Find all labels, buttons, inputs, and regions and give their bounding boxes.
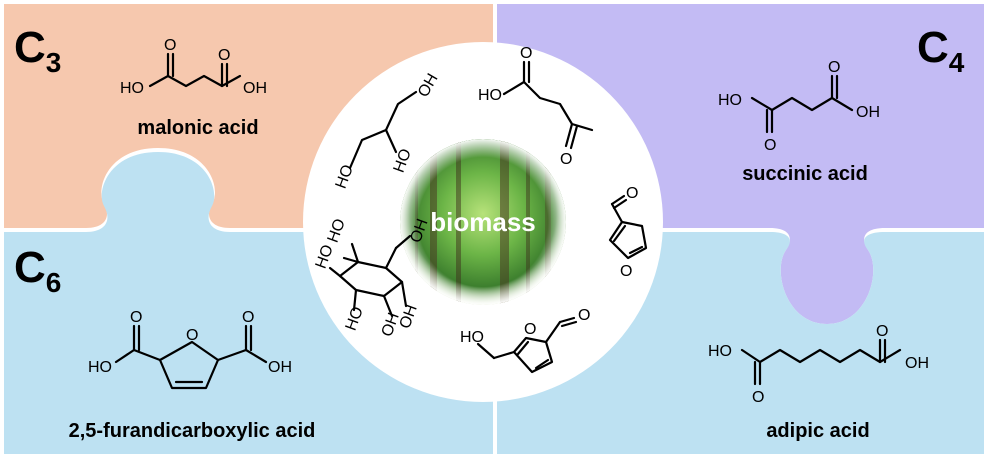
atom-ho: HO — [478, 87, 502, 104]
levulinic-acid-structure — [502, 60, 594, 150]
atom-o: O — [242, 309, 254, 326]
atom-o: O — [186, 327, 198, 344]
glycerol-structure — [348, 90, 418, 170]
atom-o: O — [130, 309, 142, 326]
atom-o: O — [620, 263, 632, 280]
atom-oh: OH — [243, 80, 267, 97]
atom-o: O — [764, 137, 776, 154]
atom-o: O — [524, 321, 536, 338]
succinic-acid-name: succinic acid — [742, 163, 868, 185]
fdca-structure — [114, 324, 268, 390]
c4-panel — [497, 4, 984, 324]
atom-o: O — [164, 37, 176, 54]
c3-label: C3 — [14, 23, 61, 78]
atom-o: O — [626, 185, 638, 202]
glucose-structure — [328, 234, 412, 318]
atom-ho: HO — [88, 359, 112, 376]
fdca-name: 2,5-furandicarboxylic acid — [69, 420, 316, 442]
malonic-acid-structure — [148, 52, 242, 88]
atom-ho: HO — [718, 92, 742, 109]
atom-o: O — [560, 151, 572, 168]
adipic-acid-name: adipic acid — [766, 420, 869, 442]
c6-label: C6 — [14, 243, 61, 298]
adipic-acid-structure — [740, 338, 902, 386]
atom-o: O — [578, 307, 590, 324]
atom-o: O — [876, 323, 888, 340]
atom-o: O — [828, 59, 840, 76]
c4-label: C4 — [917, 23, 965, 78]
biomass-label: biomass — [430, 207, 536, 237]
atom-ho: HO — [460, 329, 484, 346]
furfural-structure — [608, 194, 648, 260]
atom-o: O — [752, 389, 764, 406]
atom-oh: OH — [856, 104, 880, 121]
hmf-structure — [476, 316, 578, 374]
c6-panel-left — [4, 152, 493, 454]
atom-oh: OH — [905, 355, 929, 372]
atom-ho: HO — [120, 80, 144, 97]
atom-ho: HO — [708, 343, 732, 360]
biomass-image — [400, 139, 566, 305]
malonic-acid-name: malonic acid — [137, 117, 258, 139]
atom-o: O — [218, 47, 230, 64]
atom-o: O — [520, 45, 532, 62]
succinic-acid-structure — [750, 74, 854, 134]
atom-oh: OH — [268, 359, 292, 376]
